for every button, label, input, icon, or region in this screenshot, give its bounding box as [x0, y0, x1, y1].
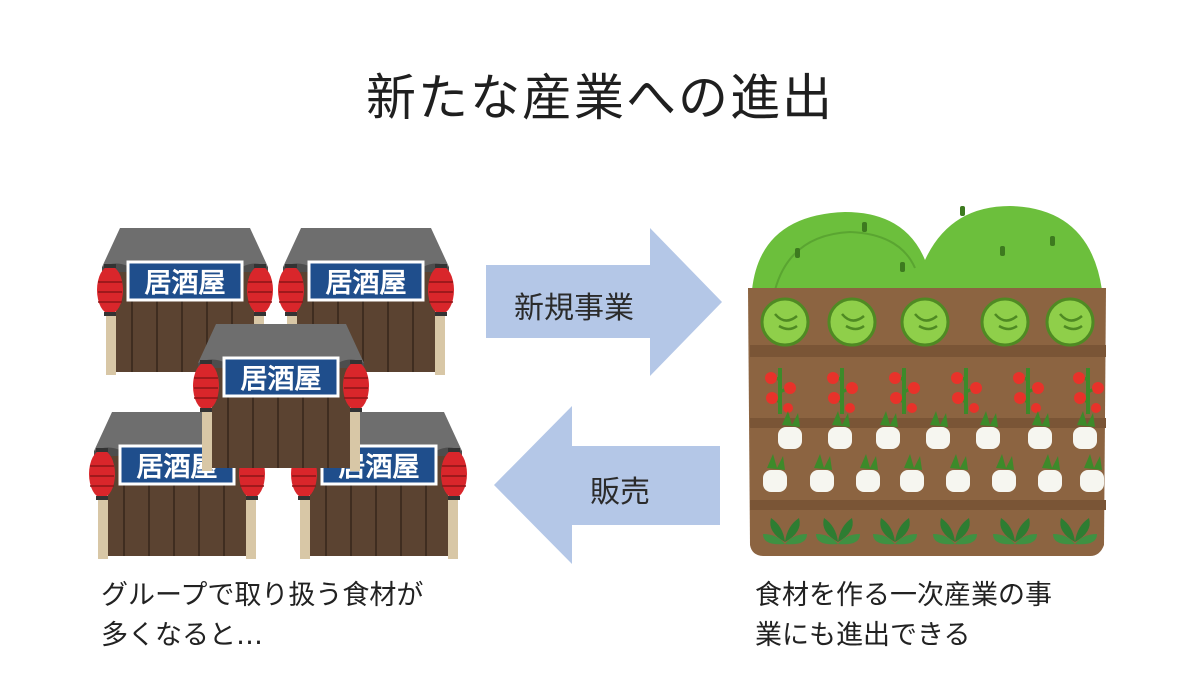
caption-left: グループで取り扱う食材が 多くなると… — [101, 576, 423, 656]
izakaya-building-1: 居酒屋 — [95, 226, 275, 377]
caption-left-line-1: グループで取り扱う食材が — [101, 580, 424, 611]
izakaya-building-2: 居酒屋 — [276, 226, 456, 377]
arrow-left-label: 販売 — [590, 475, 650, 510]
izakaya-sign-text: 居酒屋 — [145, 268, 226, 299]
arrow-right-shape — [486, 228, 722, 376]
slide-title: 新たな産業への進出 — [366, 69, 834, 127]
caption-left-line-2: 多くなると… — [101, 620, 263, 651]
caption-right-line-2: 業にも進出できる — [755, 620, 971, 651]
caption-right: 食材を作る一次産業の事 業にも進出できる — [755, 576, 1052, 656]
izakaya-cluster: 居酒屋 居酒屋 居酒屋 居酒屋 居酒屋 — [87, 226, 469, 561]
arrow-left-shape — [494, 406, 720, 564]
izakaya-sign-text: 居酒屋 — [241, 364, 322, 395]
farm-illustration — [748, 206, 1106, 556]
arrow-right-label: 新規事業 — [514, 291, 634, 326]
izakaya-sign-text: 居酒屋 — [326, 268, 407, 299]
izakaya-building-5: 居酒屋 — [191, 322, 371, 473]
caption-right-line-1: 食材を作る一次産業の事 — [755, 580, 1052, 611]
